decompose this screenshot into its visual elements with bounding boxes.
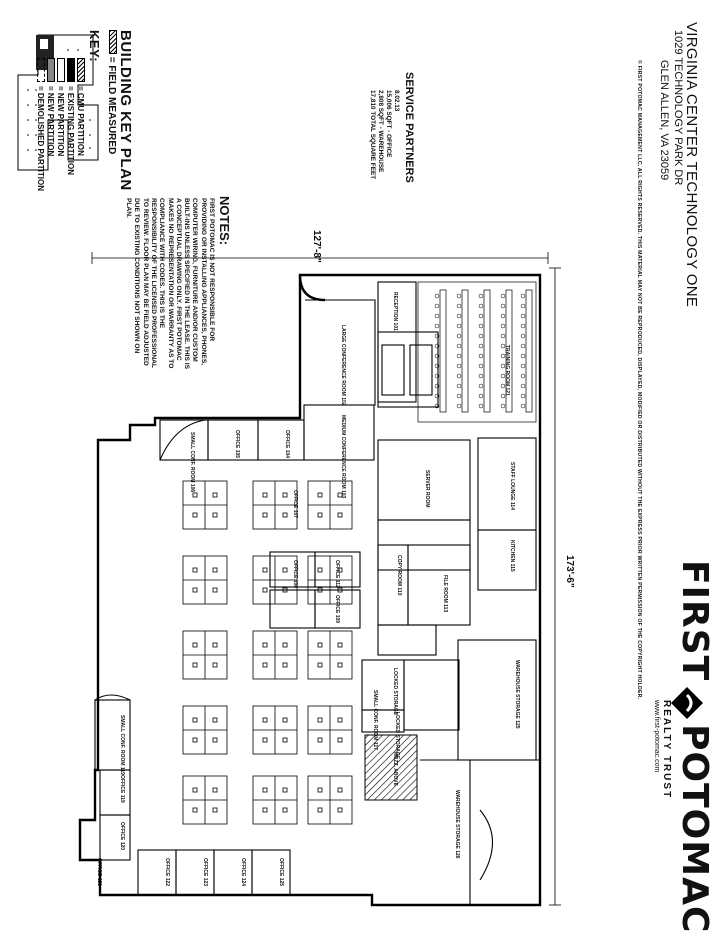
room-staff-lounge: STAFF LOUNGE 114 <box>509 462 515 510</box>
key-item-demolished: = DEMOLISHED PARTITION <box>36 58 46 191</box>
room-reception: RECEPTION 101 <box>392 292 398 331</box>
building-name: VIRGINIA CENTER TECHNOLOGY ONE <box>683 22 700 308</box>
room-office-122: OFFICE 122 <box>164 858 170 887</box>
building-address-2: GLEN ALLEN, VA 23059 <box>658 60 670 181</box>
key-heading: KEY: <box>87 30 102 63</box>
key-item-new-2: = NEW PARTITION <box>46 58 56 191</box>
field-measured-line: = FIELD MEASURED <box>106 30 117 191</box>
training-room-seating <box>417 281 537 423</box>
tenant-details: 8.02.13 15,006 SQFT - OFFICE 2,808 SQFT … <box>368 90 400 179</box>
room-copy: COPY ROOM 110 <box>396 555 402 596</box>
room-warehouse-storage-125: WAREHOUSE STORAGE 125 <box>514 660 520 729</box>
key-label: KEY: <box>87 30 102 62</box>
room-small-conf-117: SMALL CONF. ROOM 117 <box>372 690 378 750</box>
tenant-warehouse-sqft: 2,808 SQFT - WAREHOUSE <box>377 90 384 173</box>
key-legend: = CMU PARTITION = EXISTING PARTITION = N… <box>36 58 86 191</box>
building-address-1-block: 1029 TECHNOLOGY PARK DR <box>672 30 684 185</box>
tenant-date: 8.02.13 <box>393 90 400 112</box>
room-medium-conference: MEDIUM CONFERENCE ROOM 103 <box>340 415 346 499</box>
key-item-label: = NEW PARTITION <box>56 86 66 157</box>
tenant-block: SERVICE PARTNERS <box>403 72 415 183</box>
room-office-112: OFFICE 112 <box>334 560 340 588</box>
key-item-label: = CMU PARTITION <box>76 86 86 156</box>
room-mezz-above: MEZZ. ABOVE <box>392 752 398 786</box>
room-office-120: OFFICE 120 <box>119 822 125 851</box>
new-swatch <box>57 58 65 82</box>
key-plan-title-block: BUILDING KEY PLAN = FIELD MEASURED <box>106 30 134 191</box>
tenant-title: SERVICE PARTNERS <box>403 72 415 183</box>
key-item-cmu: = CMU PARTITION <box>76 58 86 191</box>
logo-word-first: FIRST <box>674 560 715 682</box>
building-address-2-block: GLEN ALLEN, VA 23059 <box>658 60 670 180</box>
notes-block: NOTES: <box>217 196 232 245</box>
center-offices <box>269 551 361 629</box>
building-title-block: VIRGINIA CENTER TECHNOLOGY ONE <box>683 22 700 307</box>
room-office-109: OFFICE 109 <box>334 595 340 624</box>
building-width-dimension: 127'-8" <box>311 230 322 263</box>
room-office-121: OFFICE 121 <box>96 858 102 887</box>
room-large-conference: LARGE CONFERENCE ROOM 102 <box>340 325 346 406</box>
key-item-label: = DEMOLISHED PARTITION <box>36 86 46 191</box>
room-office-105: OFFICE 105 <box>234 430 240 459</box>
room-server: SERVER ROOM <box>424 470 430 508</box>
cmu-swatch <box>77 58 85 82</box>
room-office-108: OFFICE 108 <box>292 560 298 589</box>
room-training: TRAINING ROOM 121 <box>504 345 510 396</box>
room-office-124: OFFICE 124 <box>240 858 246 887</box>
key-plan-title: BUILDING KEY PLAN <box>117 30 134 191</box>
room-office-107: OFFICE 107 <box>292 490 298 519</box>
field-measured-label: = FIELD MEASURED <box>106 56 117 155</box>
new-gray-swatch <box>47 58 55 82</box>
room-office-125: OFFICE 125 <box>278 858 284 887</box>
training-tables <box>434 289 533 413</box>
reception-area <box>377 281 439 408</box>
demolished-swatch <box>37 58 45 82</box>
key-item-label: = EXISTING PARTITION <box>66 86 76 175</box>
room-office-123: OFFICE 123 <box>202 858 208 887</box>
field-measured-swatch <box>109 30 117 54</box>
notes-text: FIRST POTOMAC IS NOT RESPONSIBLE FOR PRO… <box>125 198 215 369</box>
logo-tagline: REALTY TRUST <box>661 700 672 800</box>
building-length-dimension: 173'-6" <box>564 555 575 588</box>
logo-emblem-icon <box>670 686 704 720</box>
copyright-notice: © FIRST POTOMAC MANAGEMENT LLC. ALL RIGH… <box>636 60 642 700</box>
room-locked-storage-1: LOCKED STORAGE <box>392 668 398 716</box>
key-item-label: = NEW PARTITION <box>46 86 56 157</box>
room-small-conf-106: SMALL CONF. ROOM 106 <box>189 432 195 493</box>
room-office-119: OFFICE 119 <box>119 775 125 803</box>
logo-word-potomac: POTOMAC <box>674 724 715 934</box>
existing-swatch <box>67 58 75 82</box>
building-address-1: 1029 TECHNOLOGY PARK DR <box>672 30 684 186</box>
company-logo: FIRST POTOMAC <box>670 560 715 933</box>
tenant-total-sqft: 17,810 TOTAL SQUARE FEET <box>369 90 376 180</box>
notes-body: FIRST POTOMAC IS NOT RESPONSIBLE FOR PRO… <box>124 198 215 374</box>
key-item-existing: = EXISTING PARTITION <box>66 58 76 191</box>
room-office-104: OFFICE 104 <box>284 430 290 459</box>
workstation-clusters <box>182 480 353 825</box>
room-small-conf-119: SMALL CONF. ROOM 119 <box>119 715 125 775</box>
notes-title: NOTES: <box>217 196 232 246</box>
room-file: FILE ROOM 113 <box>442 575 448 613</box>
logo-url: www.first-potomac.com <box>653 700 660 773</box>
room-kitchen: KITCHEN 115 <box>509 540 515 572</box>
storage-rooms <box>94 639 537 771</box>
tenant-office-sqft: 15,006 SQFT - OFFICE <box>385 90 392 158</box>
key-item-new: = NEW PARTITION <box>56 58 66 191</box>
room-warehouse-storage-126: WAREHOUSE STORAGE 126 <box>454 790 460 859</box>
warehouse-area <box>420 759 540 905</box>
